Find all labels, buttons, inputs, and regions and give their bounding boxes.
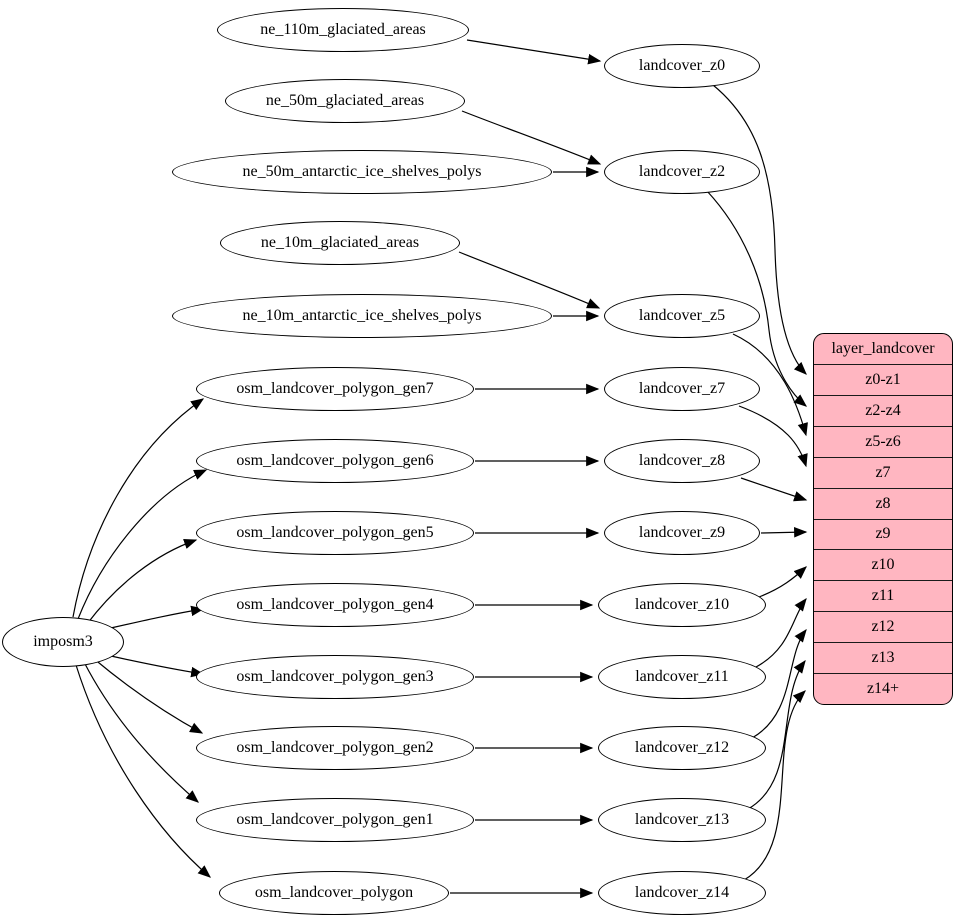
table-row-z5-z6: z5-z6 bbox=[814, 425, 952, 457]
node-landcover-z10: landcover_z10 bbox=[598, 583, 766, 627]
edge-z12-to-row-z12 bbox=[751, 628, 807, 739]
node-label: landcover_z9 bbox=[638, 524, 726, 541]
node-ne-10m-glaciated-areas: ne_10m_glaciated_areas bbox=[220, 221, 460, 265]
node-label: osm_landcover_polygon_gen6 bbox=[236, 452, 434, 469]
node-label: osm_landcover_polygon bbox=[254, 884, 414, 901]
node-landcover-z14: landcover_z14 bbox=[598, 871, 766, 915]
edge-z9-to-row-z9 bbox=[760, 526, 808, 538]
node-label: imposm3 bbox=[33, 633, 93, 650]
edge-z14-to-row-z14plus bbox=[743, 690, 806, 881]
node-landcover-z2: landcover_z2 bbox=[604, 150, 760, 194]
node-osm-landcover-polygon-gen7: osm_landcover_polygon_gen7 bbox=[196, 367, 474, 411]
table-row-z0-z1: z0-z1 bbox=[814, 363, 952, 395]
table-row-z14plus: z14+ bbox=[814, 673, 952, 704]
edge-ne-10m-glaciated-to-z5 bbox=[458, 251, 601, 309]
edge-z0-to-row-z0-z1 bbox=[712, 84, 807, 375]
node-osm-landcover-polygon-gen1: osm_landcover_polygon_gen1 bbox=[196, 798, 474, 842]
node-landcover-z0: landcover_z0 bbox=[604, 44, 760, 88]
node-label: osm_landcover_polygon_gen7 bbox=[236, 380, 434, 397]
node-label: landcover_z7 bbox=[638, 380, 726, 397]
node-label: landcover_z8 bbox=[638, 452, 726, 469]
table-row-z12: z12 bbox=[814, 611, 952, 642]
table-row-z8: z8 bbox=[814, 487, 952, 519]
node-label: ne_50m_glaciated_areas bbox=[265, 92, 425, 109]
edge-z5-to-row-z5-z6 bbox=[732, 333, 808, 437]
node-landcover-z11: landcover_z11 bbox=[598, 655, 766, 699]
edge-imposm3-to-polygon bbox=[75, 664, 212, 878]
table-row-z13: z13 bbox=[814, 642, 952, 673]
edge-imposm3-to-gen7 bbox=[72, 398, 205, 618]
edge-imposm3-to-gen2 bbox=[92, 657, 204, 734]
node-label: landcover_z14 bbox=[634, 884, 730, 901]
table-header: layer_landcover bbox=[831, 339, 935, 357]
node-osm-landcover-polygon-gen4: osm_landcover_polygon_gen4 bbox=[196, 583, 474, 627]
node-ne-50m-glaciated-areas: ne_50m_glaciated_areas bbox=[225, 79, 465, 123]
node-label: osm_landcover_polygon_gen1 bbox=[236, 811, 434, 828]
node-imposm3: imposm3 bbox=[2, 617, 124, 667]
node-osm-landcover-polygon-gen5: osm_landcover_polygon_gen5 bbox=[196, 511, 474, 555]
edge-z7-to-row-z7 bbox=[738, 405, 808, 468]
node-label: osm_landcover_polygon_gen4 bbox=[236, 596, 434, 613]
node-label: osm_landcover_polygon_gen2 bbox=[236, 739, 434, 756]
node-label: ne_10m_glaciated_areas bbox=[260, 234, 420, 251]
node-osm-landcover-polygon-gen6: osm_landcover_polygon_gen6 bbox=[196, 439, 474, 483]
table-row-z2-z4: z2-z4 bbox=[814, 394, 952, 426]
node-label: ne_10m_antarctic_ice_shelves_polys bbox=[242, 307, 482, 324]
node-landcover-z8: landcover_z8 bbox=[604, 439, 760, 483]
node-label: landcover_z13 bbox=[634, 811, 730, 828]
node-label: landcover_z2 bbox=[638, 163, 726, 180]
table-row-z10: z10 bbox=[814, 549, 952, 580]
edge-z2-to-row-z2-z4 bbox=[706, 190, 808, 407]
node-label: landcover_z12 bbox=[634, 739, 730, 756]
edge-imposm3-to-gen3 bbox=[101, 653, 205, 678]
node-ne-50m-antarctic-ice-shelves-polys: ne_50m_antarctic_ice_shelves_polys bbox=[172, 150, 552, 194]
edge-imposm3-to-gen5 bbox=[86, 538, 198, 625]
node-landcover-z7: landcover_z7 bbox=[604, 367, 760, 411]
node-label: landcover_z10 bbox=[634, 596, 730, 613]
node-landcover-z5: landcover_z5 bbox=[604, 294, 760, 338]
node-landcover-z12: landcover_z12 bbox=[598, 726, 766, 770]
node-label: ne_110m_glaciated_areas bbox=[260, 21, 426, 38]
table-layer-landcover: layer_landcover z0-z1 z2-z4 z5-z6 z7 z8 … bbox=[813, 333, 953, 705]
node-ne-10m-antarctic-ice-shelves-polys: ne_10m_antarctic_ice_shelves_polys bbox=[172, 294, 552, 338]
node-osm-landcover-polygon-gen2: osm_landcover_polygon_gen2 bbox=[196, 726, 474, 770]
node-label: osm_landcover_polygon_gen5 bbox=[236, 524, 434, 541]
node-label: landcover_z0 bbox=[638, 57, 726, 74]
edge-z10-to-row-z10 bbox=[758, 566, 807, 598]
edge-z8-to-row-z8 bbox=[740, 477, 808, 502]
node-label: osm_landcover_polygon_gen3 bbox=[236, 668, 434, 685]
edge-imposm3-to-gen6 bbox=[77, 469, 208, 620]
edge-z11-to-row-z11 bbox=[755, 597, 807, 668]
edge-imposm3-to-gen4 bbox=[101, 605, 205, 631]
node-label: ne_50m_antarctic_ice_shelves_polys bbox=[242, 163, 482, 180]
table-row-z9: z9 bbox=[814, 518, 952, 550]
table-row-z11: z11 bbox=[814, 580, 952, 611]
node-ne-110m-glaciated-areas: ne_110m_glaciated_areas bbox=[217, 8, 469, 52]
node-label: landcover_z11 bbox=[635, 668, 729, 685]
node-landcover-z13: landcover_z13 bbox=[598, 798, 766, 842]
edge-imposm3-to-gen1 bbox=[83, 661, 199, 803]
node-osm-landcover-polygon: osm_landcover_polygon bbox=[219, 871, 449, 915]
edge-ne-110m-to-z0 bbox=[466, 39, 602, 65]
table-row-z7: z7 bbox=[814, 456, 952, 488]
edge-z13-to-row-z13 bbox=[747, 659, 806, 810]
node-label: landcover_z5 bbox=[638, 307, 726, 324]
node-osm-landcover-polygon-gen3: osm_landcover_polygon_gen3 bbox=[196, 655, 474, 699]
node-landcover-z9: landcover_z9 bbox=[604, 511, 760, 555]
edge-ne-50m-glaciated-to-z2 bbox=[461, 110, 602, 165]
